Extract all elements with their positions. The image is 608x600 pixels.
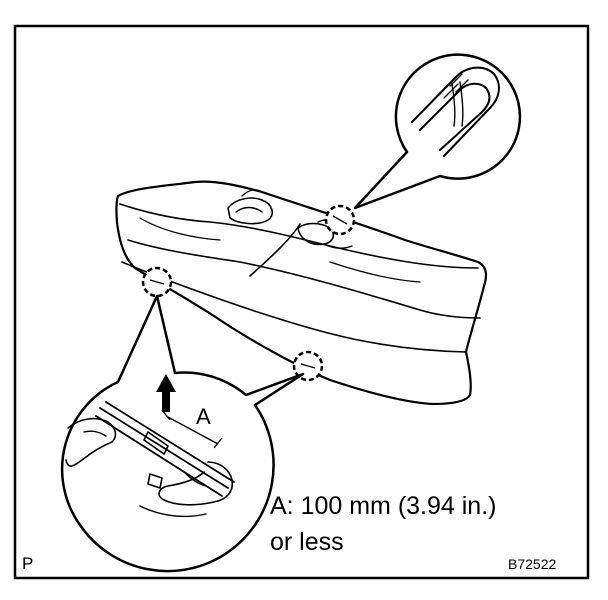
- wire-hook-callout: [353, 53, 522, 210]
- hook-mark-left: [149, 279, 165, 285]
- pull-up-arrow: [156, 374, 176, 412]
- buckle-left-strap: [235, 189, 263, 213]
- hand-detail-callout: [60, 294, 305, 573]
- figure-code: B72522: [508, 556, 557, 572]
- hook-mark-top: [332, 215, 348, 225]
- hand-detail: [65, 401, 235, 518]
- dimension-label: A: [196, 404, 211, 429]
- hook-mark-bottom: [300, 363, 316, 369]
- dimension-lines: [161, 409, 223, 449]
- hook-locations: [141, 204, 356, 382]
- cushion-seam-bottom: [121, 261, 467, 353]
- cushion-seam-divider: [249, 223, 301, 277]
- cushion-crease-2: [329, 261, 421, 283]
- dimension-note-continued: or less: [270, 528, 344, 556]
- buckle-left: [227, 197, 274, 225]
- cushion-seam-front: [127, 239, 481, 319]
- corner-letter: P: [22, 554, 34, 573]
- cushion-crease: [139, 217, 221, 241]
- buckle-center: [297, 222, 335, 246]
- dimension-note: A: 100 mm (3.94 in.): [270, 492, 497, 520]
- cushion-seam-back: [119, 203, 479, 269]
- wire-hook-detail: [411, 66, 500, 157]
- figure-frame: [13, 24, 590, 580]
